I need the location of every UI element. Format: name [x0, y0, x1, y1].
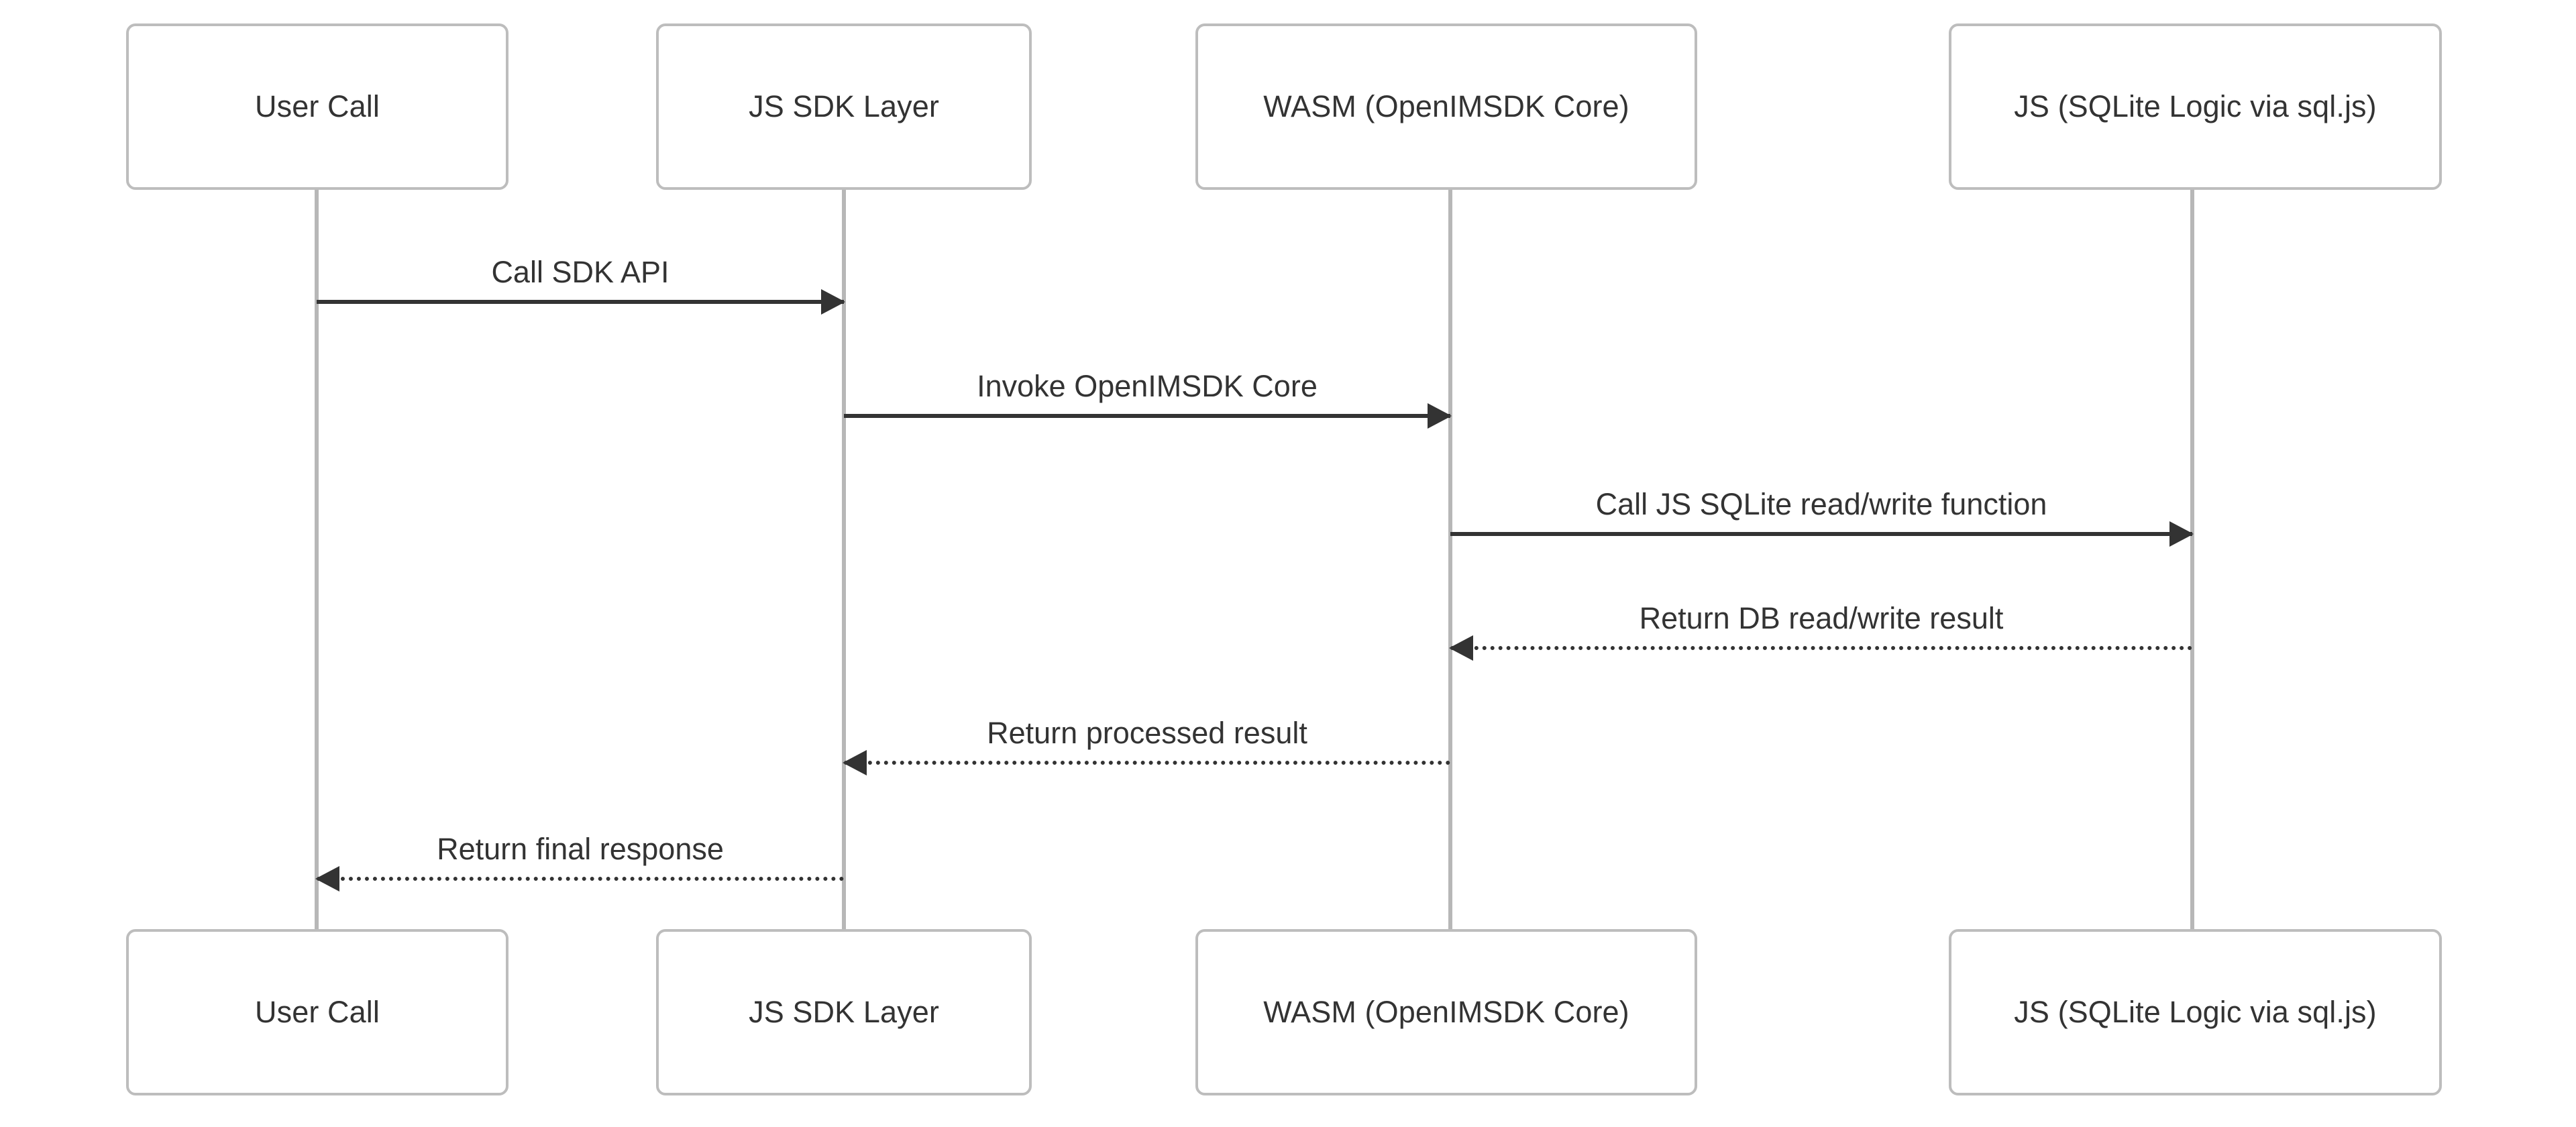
- lifeline-wasm-openimsdk-core: [1448, 190, 1452, 929]
- participant-footer-js-sdk-layer[interactable]: JS SDK Layer: [656, 929, 1032, 1095]
- message-line-4: [1450, 646, 2192, 650]
- participant-label-js-sqlite-logic: JS (SQLite Logic via sql.js): [2014, 995, 2377, 1029]
- participant-footer-user-call[interactable]: User Call: [126, 929, 508, 1095]
- participant-footer-js-sqlite-logic[interactable]: JS (SQLite Logic via sql.js): [1949, 929, 2442, 1095]
- message-line-2: [844, 414, 1450, 418]
- message-label-2: Invoke OpenIMSDK Core: [977, 369, 1318, 403]
- arrow-left-icon: [1449, 635, 1473, 661]
- message-label-4: Return DB read/write result: [1639, 601, 2004, 635]
- message-line-6: [317, 877, 844, 881]
- lifeline-js-sdk-layer: [842, 190, 846, 929]
- participant-footer-wasm-openimsdk-core[interactable]: WASM (OpenIMSDK Core): [1195, 929, 1697, 1095]
- participant-label-user-call: User Call: [255, 89, 380, 123]
- arrow-right-icon: [2169, 521, 2194, 547]
- lifeline-js-sqlite-logic: [2190, 190, 2194, 929]
- participant-label-wasm-openimsdk-core: WASM (OpenIMSDK Core): [1263, 89, 1629, 123]
- arrow-right-icon: [1428, 403, 1452, 429]
- arrow-right-icon: [821, 289, 845, 315]
- message-label-6: Return final response: [437, 832, 724, 866]
- participant-label-wasm-openimsdk-core: WASM (OpenIMSDK Core): [1263, 995, 1629, 1029]
- participant-label-user-call: User Call: [255, 995, 380, 1029]
- participant-label-js-sdk-layer: JS SDK Layer: [749, 89, 939, 123]
- participant-header-wasm-openimsdk-core[interactable]: WASM (OpenIMSDK Core): [1195, 23, 1697, 190]
- message-label-3: Call JS SQLite read/write function: [1595, 487, 2047, 521]
- lifeline-user-call: [315, 190, 319, 929]
- participant-label-js-sdk-layer: JS SDK Layer: [749, 995, 939, 1029]
- message-line-1: [317, 300, 844, 304]
- message-label-5: Return processed result: [987, 716, 1307, 750]
- message-line-5: [844, 761, 1450, 765]
- message-line-3: [1450, 532, 2192, 536]
- participant-header-user-call[interactable]: User Call: [126, 23, 508, 190]
- participant-header-js-sqlite-logic[interactable]: JS (SQLite Logic via sql.js): [1949, 23, 2442, 190]
- arrow-left-icon: [315, 866, 339, 892]
- arrow-left-icon: [843, 750, 867, 775]
- participant-label-js-sqlite-logic: JS (SQLite Logic via sql.js): [2014, 89, 2377, 123]
- message-label-1: Call SDK API: [491, 255, 669, 289]
- participant-header-js-sdk-layer[interactable]: JS SDK Layer: [656, 23, 1032, 190]
